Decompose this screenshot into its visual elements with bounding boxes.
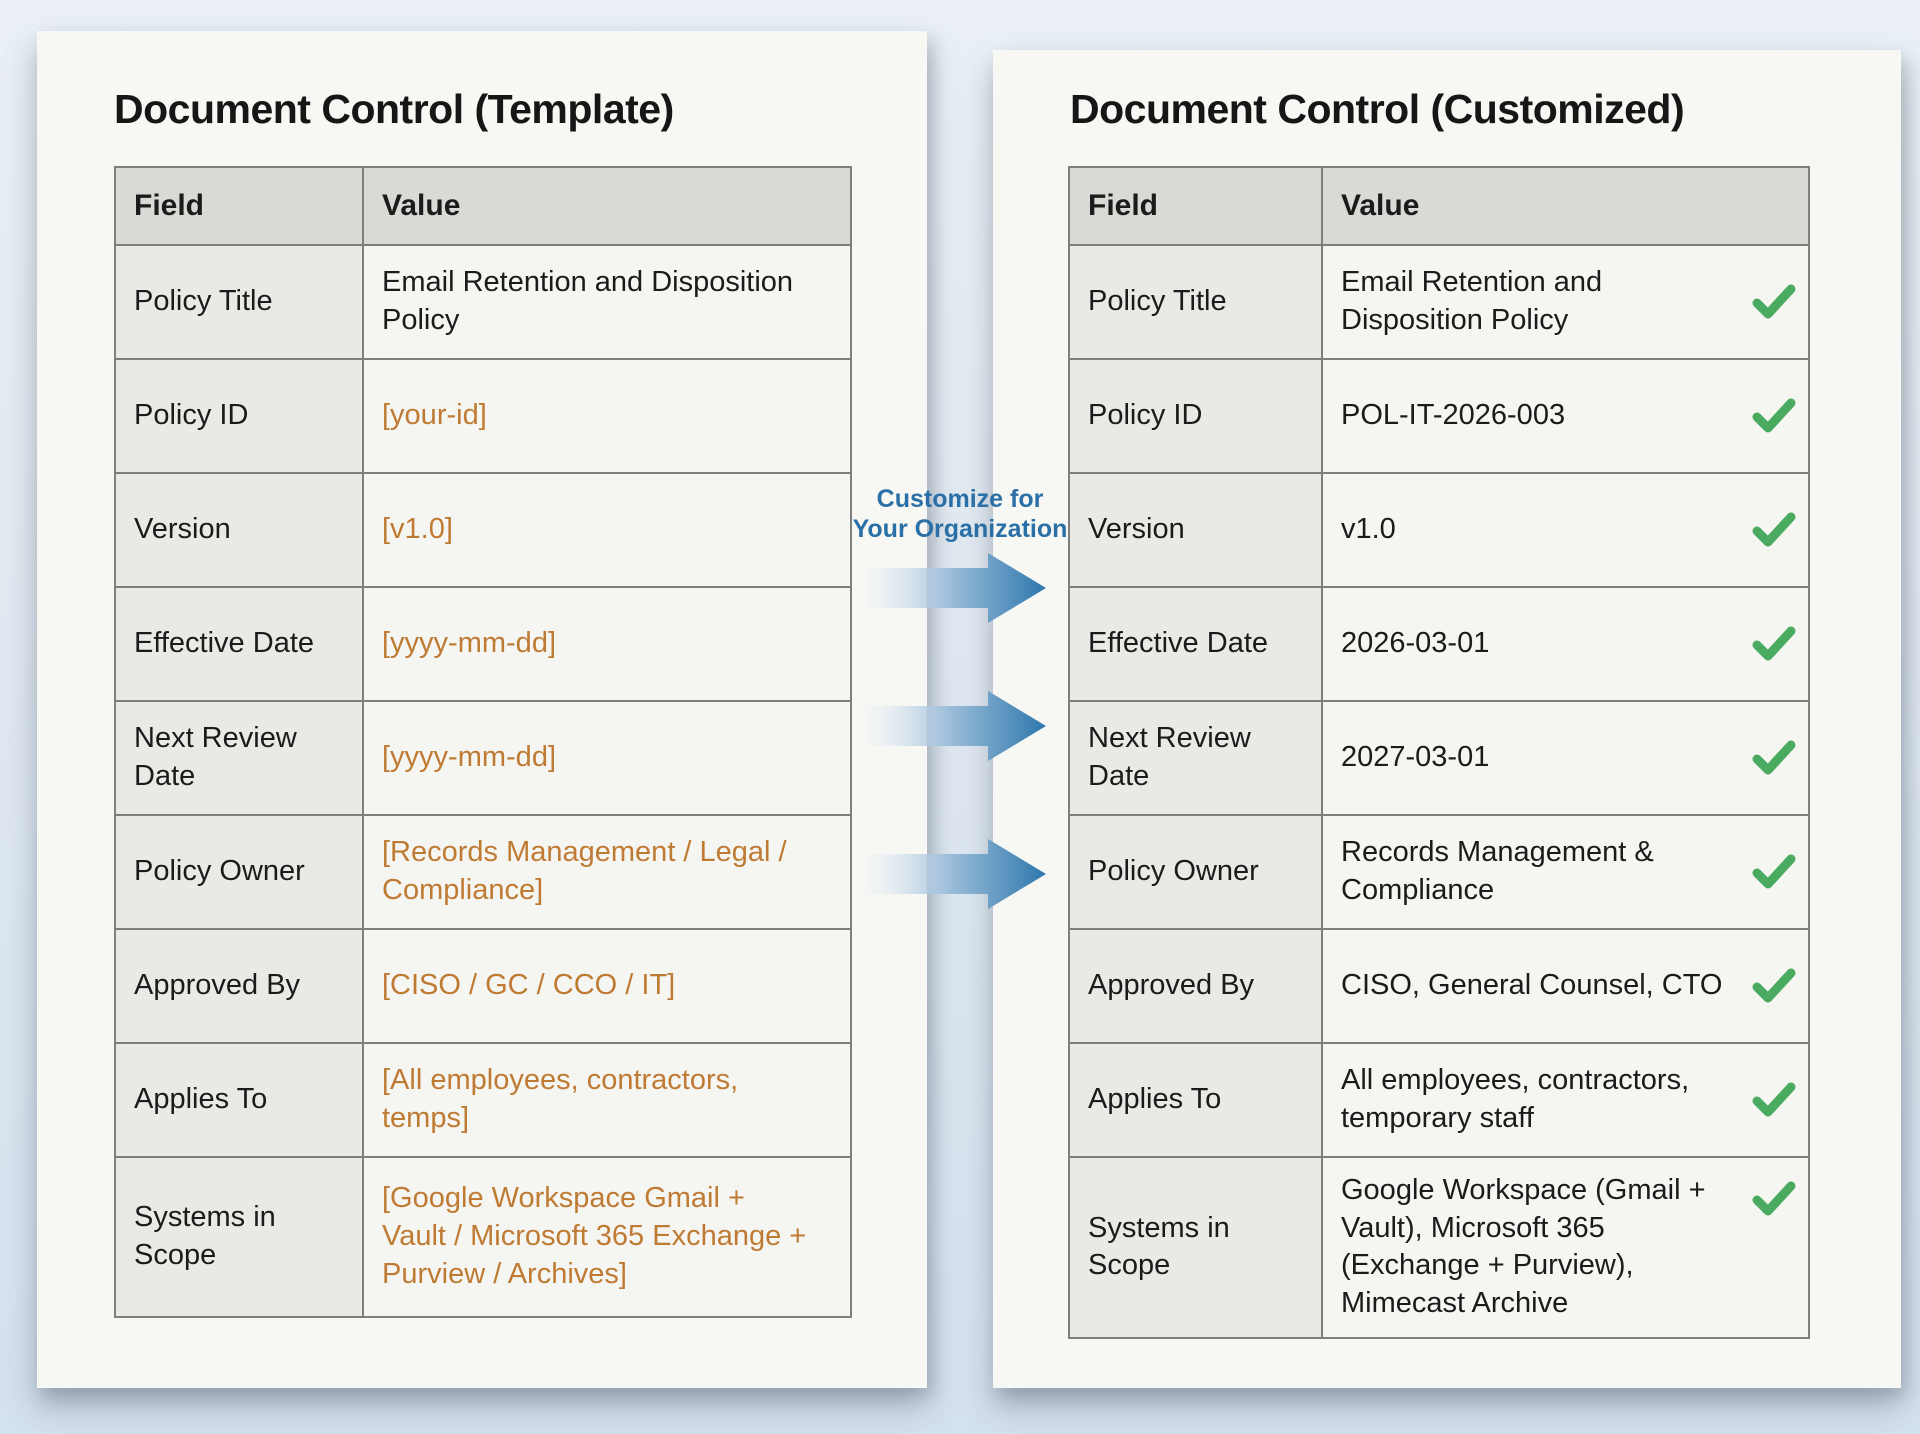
- value-text: Email Retention and Disposition Policy: [1341, 266, 1603, 336]
- placeholder-value-text: [yyyy-mm-dd]: [382, 741, 556, 774]
- value-cell: [Records Management / Legal / Compliance…: [364, 816, 850, 928]
- check-icon: [1752, 967, 1796, 1005]
- value-column-header: Value: [364, 168, 850, 244]
- value-cell: Email Retention and Disposition Policy: [364, 246, 850, 358]
- value-text: All employees, contractors, temporary st…: [1341, 1064, 1690, 1134]
- field-cell: Policy Owner: [116, 816, 364, 928]
- check-icon: [1752, 283, 1796, 321]
- value-text: Records Management & Compliance: [1341, 836, 1654, 906]
- table-header-row: Field Value: [1070, 168, 1808, 246]
- template-panel-title: Document Control (Template): [114, 86, 674, 132]
- value-text: 2026-03-01: [1341, 627, 1490, 660]
- field-cell: Systems in Scope: [1070, 1158, 1323, 1337]
- field-cell: Effective Date: [1070, 588, 1323, 700]
- field-cell: Systems in Scope: [116, 1158, 364, 1316]
- check-icon: [1752, 511, 1796, 549]
- table-row: Policy Title Email Retention and Disposit…: [116, 246, 850, 360]
- customized-panel: Document Control (Customized) Field Valu…: [993, 50, 1901, 1388]
- table-row: Policy Owner Records Management & Complia…: [1070, 816, 1808, 930]
- table-row: Next Review Date [yyyy-mm-dd]: [116, 702, 850, 816]
- field-column-header: Field: [116, 168, 364, 244]
- value-text: POL-IT-2026-003: [1341, 399, 1566, 432]
- field-cell: Version: [1070, 474, 1323, 586]
- placeholder-value-text: [v1.0]: [382, 513, 453, 546]
- field-cell: Applies To: [116, 1044, 364, 1156]
- value-cell: CISO, General Counsel, CTO: [1323, 930, 1808, 1042]
- placeholder-value-text: [CISO / GC / CCO / IT]: [382, 969, 676, 1002]
- value-text: v1.0: [1341, 513, 1396, 546]
- table-row: Policy ID POL-IT-2026-003: [1070, 360, 1808, 474]
- table-row: Next Review Date 2027-03-01: [1070, 702, 1808, 816]
- field-cell: Version: [116, 474, 364, 586]
- field-cell: Policy ID: [1070, 360, 1323, 472]
- value-cell: [Google Workspace Gmail + Vault / Micros…: [364, 1158, 850, 1316]
- value-cell: [yyyy-mm-dd]: [364, 702, 850, 814]
- field-cell: Policy Title: [1070, 246, 1323, 358]
- field-cell: Applies To: [1070, 1044, 1323, 1156]
- placeholder-value-text: [All employees, contractors, temps]: [382, 1064, 739, 1134]
- value-cell: POL-IT-2026-003: [1323, 360, 1808, 472]
- annotation-line1: Customize for: [876, 485, 1044, 513]
- template-panel: Document Control (Template) Field Value …: [37, 31, 927, 1388]
- value-text: Google Workspace (Gmail + Vault), Micros…: [1341, 1174, 1706, 1320]
- table-header-row: Field Value: [116, 168, 850, 246]
- table-row: Approved By CISO, General Counsel, CTO: [1070, 930, 1808, 1044]
- field-column-header: Field: [1070, 168, 1323, 244]
- table-row: Policy Title Email Retention and Disposit…: [1070, 246, 1808, 360]
- placeholder-value-text: [Google Workspace Gmail + Vault / Micros…: [382, 1182, 807, 1290]
- field-cell: Next Review Date: [116, 702, 364, 814]
- table-row: Approved By [CISO / GC / CCO / IT]: [116, 930, 850, 1044]
- table-row: Systems in Scope[Google Workspace Gmail …: [116, 1158, 850, 1316]
- table-row: Applies To [All employees, contractors, t…: [116, 1044, 850, 1158]
- value-cell: [v1.0]: [364, 474, 850, 586]
- table-row: Effective Date [yyyy-mm-dd]: [116, 588, 850, 702]
- table-row: Policy Owner [Records Management / Legal …: [116, 816, 850, 930]
- value-column-header: Value: [1323, 168, 1808, 244]
- value-cell: 2026-03-01: [1323, 588, 1808, 700]
- customized-document-control-table: Field Value Policy Title Email Retention …: [1068, 166, 1810, 1339]
- template-document-control-table: Field Value Policy Title Email Retention …: [114, 166, 852, 1318]
- check-icon: [1752, 853, 1796, 891]
- placeholder-value-text: [your-id]: [382, 399, 487, 432]
- check-icon: [1752, 625, 1796, 663]
- value-cell: [CISO / GC / CCO / IT]: [364, 930, 850, 1042]
- table-row: Version v1.0: [1070, 474, 1808, 588]
- annotation-line2: Your Organization: [852, 515, 1068, 543]
- placeholder-value-text: [Records Management / Legal / Compliance…: [382, 836, 787, 906]
- arrow-right-icon: [866, 687, 1050, 765]
- field-cell: Policy Title: [116, 246, 364, 358]
- value-cell: [All employees, contractors, temps]: [364, 1044, 850, 1156]
- arrow-right-icon: [866, 835, 1050, 913]
- customized-panel-title: Document Control (Customized): [1070, 86, 1685, 132]
- value-text: CISO, General Counsel, CTO: [1341, 969, 1723, 1002]
- field-cell: Approved By: [116, 930, 364, 1042]
- value-text: 2027-03-01: [1341, 741, 1490, 774]
- value-cell: [yyyy-mm-dd]: [364, 588, 850, 700]
- field-cell: Approved By: [1070, 930, 1323, 1042]
- field-cell: Policy Owner: [1070, 816, 1323, 928]
- table-row: Effective Date 2026-03-01: [1070, 588, 1808, 702]
- table-row: Version [v1.0]: [116, 474, 850, 588]
- table-row: Applies To All employees, contractors, te…: [1070, 1044, 1808, 1158]
- value-cell: All employees, contractors, temporary st…: [1323, 1044, 1808, 1156]
- value-text: Email Retention and Disposition Policy: [382, 266, 794, 336]
- placeholder-value-text: [yyyy-mm-dd]: [382, 627, 556, 660]
- value-cell: Records Management & Compliance: [1323, 816, 1808, 928]
- customize-annotation: Customize for Your Organization: [845, 484, 1075, 544]
- value-cell: Google Workspace (Gmail + Vault), Micros…: [1323, 1158, 1808, 1337]
- field-cell: Effective Date: [116, 588, 364, 700]
- value-cell: Email Retention and Disposition Policy: [1323, 246, 1808, 358]
- field-cell: Policy ID: [116, 360, 364, 472]
- value-cell: [your-id]: [364, 360, 850, 472]
- value-cell: v1.0: [1323, 474, 1808, 586]
- check-icon: [1752, 1081, 1796, 1119]
- field-cell: Next Review Date: [1070, 702, 1323, 814]
- check-icon: [1752, 1180, 1796, 1218]
- check-icon: [1752, 739, 1796, 777]
- value-cell: 2027-03-01: [1323, 702, 1808, 814]
- table-row: Policy ID [your-id]: [116, 360, 850, 474]
- arrow-right-icon: [866, 549, 1050, 627]
- check-icon: [1752, 397, 1796, 435]
